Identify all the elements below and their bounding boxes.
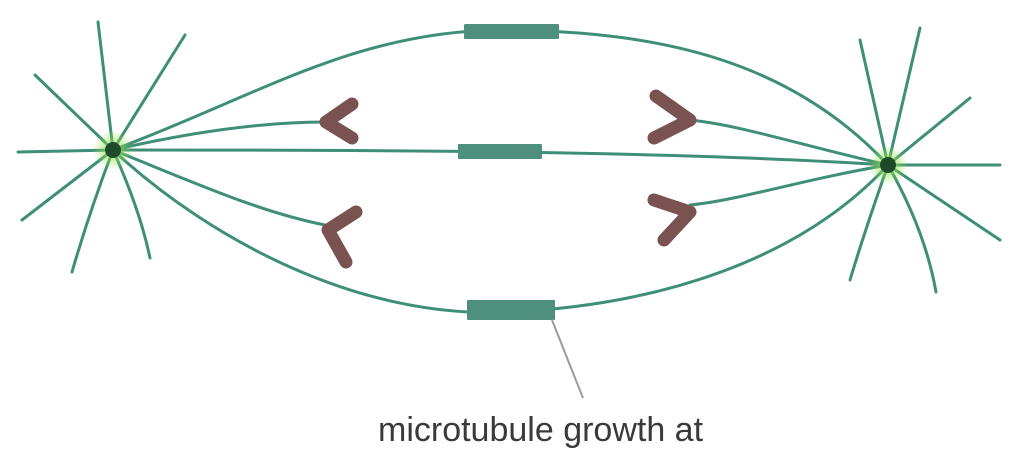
- kinetochore-microtubule: [688, 163, 890, 207]
- chromosome-right-lower: [647, 193, 697, 247]
- overlap-zone-middle: [458, 144, 542, 159]
- leader-line: [551, 319, 584, 399]
- left-centrosome: [93, 130, 133, 170]
- centrosome-core: [105, 142, 121, 158]
- astral-ray: [111, 33, 187, 152]
- astral-ray: [886, 163, 1002, 242]
- caption-label: microtubule growth at: [378, 411, 704, 449]
- astral-ray: [96, 20, 115, 152]
- chromosomes: [319, 89, 697, 269]
- centrosome-core: [880, 157, 896, 173]
- astral-ray: [886, 163, 938, 294]
- kinetochore-microtubule: [688, 118, 890, 167]
- chromosome-left-lower: [321, 205, 363, 269]
- polar-microtubules: [111, 28, 890, 315]
- chromosome-right-upper: [647, 89, 697, 145]
- kinetochore-microtubule: [111, 148, 327, 227]
- polar-microtubule-bottom: [111, 148, 890, 315]
- astral-ray: [886, 26, 922, 167]
- overlap-zone-top: [464, 24, 559, 39]
- right-centrosome: [868, 145, 908, 185]
- overlap-zones: [458, 24, 559, 320]
- kinetochore-microtubule: [111, 120, 327, 152]
- chromosome-left-upper: [319, 97, 359, 145]
- astral-ray: [858, 38, 890, 167]
- kinetochore-microtubules: [111, 118, 890, 227]
- overlap-zone-bottom: [467, 300, 555, 320]
